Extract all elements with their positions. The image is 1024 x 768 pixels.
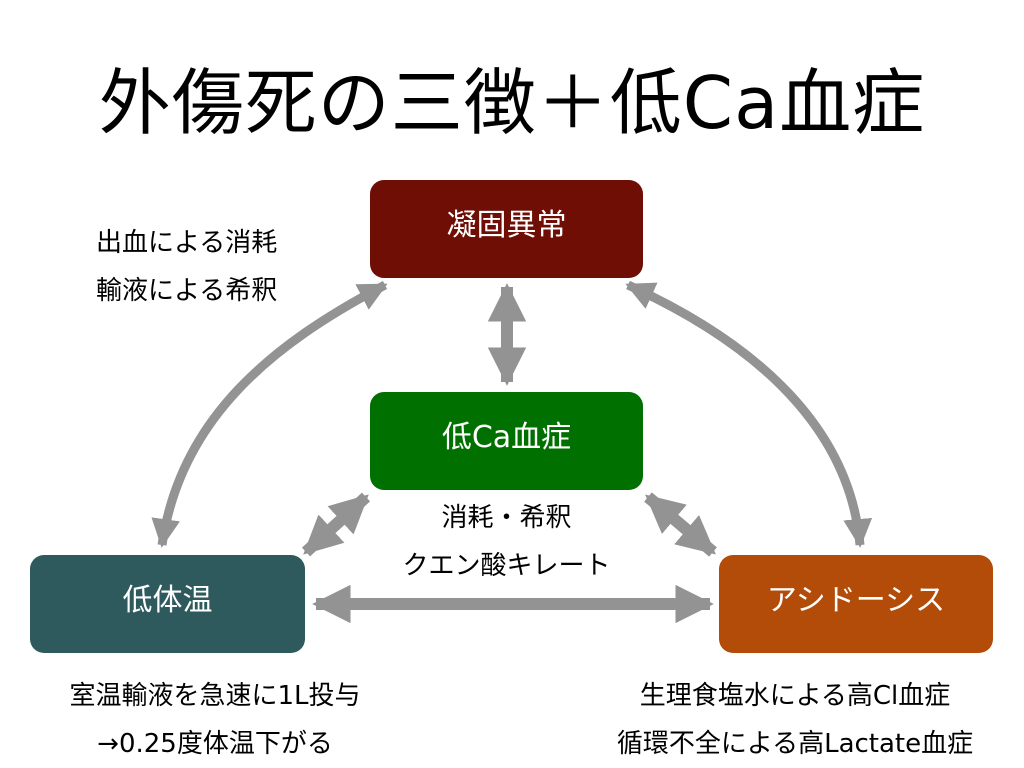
note-line: 出血による消耗 [96, 228, 278, 258]
note-line: 消耗・希釈 [441, 503, 572, 533]
note-acidosis: 生理食塩水による高Cl血症 循環不全による高Lactate血症 [570, 672, 1020, 768]
note-line: クエン酸キレート [402, 551, 611, 581]
node-hypocalcemia-label: 低Ca血症 [441, 420, 572, 455]
arrow-hypocalcemia-hypothermia [301, 492, 371, 557]
arrow-hypocalcemia-acidosis [644, 492, 717, 557]
note-line: 輸液による希釈 [96, 276, 278, 306]
node-acidosis-label: アシドーシス [766, 583, 946, 618]
node-hypothermia: 低体温 [30, 555, 305, 653]
arrow-coag-acidosis [625, 280, 873, 548]
note-hypocalcemia: 消耗・希釈 クエン酸キレート [370, 494, 643, 590]
note-coagulopathy: 出血による消耗 輸液による希釈 [96, 219, 277, 315]
node-acidosis: アシドーシス [719, 555, 993, 653]
note-line: 生理食塩水による高Cl血症 [639, 681, 951, 711]
node-hypocalcemia: 低Ca血症 [370, 392, 643, 490]
node-coagulopathy-label: 凝固異常 [446, 208, 567, 243]
arrow-coag-hypothermia [151, 281, 388, 548]
slide-title: 外傷死の三徴＋低Ca血症 [98, 61, 926, 145]
note-line: →0.25度体温下がる [97, 729, 333, 759]
node-hypothermia-label: 低体温 [122, 583, 213, 618]
note-line: 室温輸液を急速に1L投与 [69, 681, 361, 711]
note-line: 循環不全による高Lactate血症 [616, 729, 974, 759]
note-hypothermia: 室温輸液を急速に1L投与 →0.25度体温下がる [20, 672, 410, 768]
node-coagulopathy: 凝固異常 [370, 180, 643, 278]
